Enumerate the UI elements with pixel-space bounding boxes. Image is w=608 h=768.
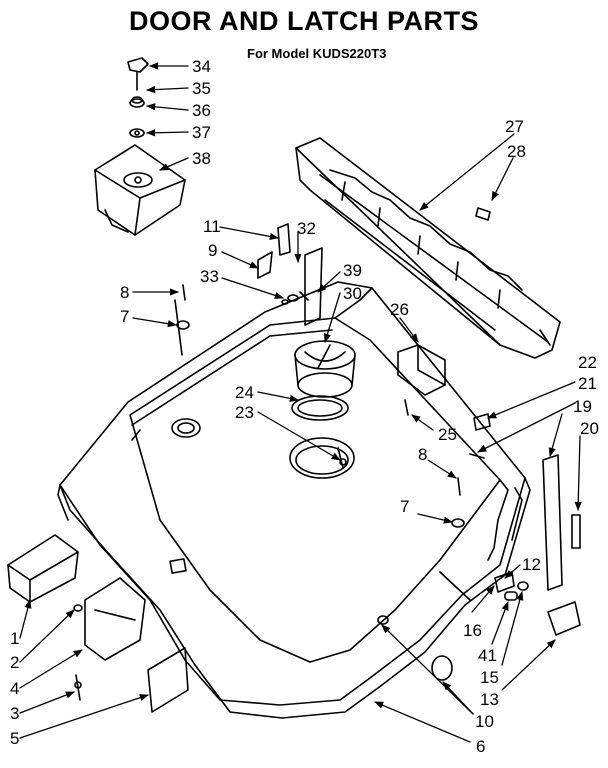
callout-3: 3 bbox=[10, 704, 19, 723]
left-lower-parts bbox=[7, 534, 189, 713]
callout-8-left: 8 bbox=[120, 283, 129, 302]
callout-24: 24 bbox=[235, 383, 254, 402]
screw-8-right bbox=[457, 477, 461, 496]
callout-33: 33 bbox=[200, 267, 219, 286]
callout-7-left: 7 bbox=[120, 307, 129, 326]
callout-9: 9 bbox=[208, 241, 217, 260]
callout-30: 30 bbox=[343, 284, 362, 303]
callout-34: 34 bbox=[192, 57, 211, 76]
callout-27: 27 bbox=[505, 117, 524, 136]
leader-lines bbox=[19, 62, 582, 743]
diagram-subtitle: For Model KUDS220T3 bbox=[247, 46, 387, 61]
callout-20: 20 bbox=[580, 419, 599, 438]
vent-strip bbox=[295, 137, 561, 359]
callout-12: 12 bbox=[522, 555, 541, 574]
latch-brackets bbox=[257, 223, 323, 326]
callout-21: 21 bbox=[578, 374, 597, 393]
screw-8-left bbox=[182, 284, 186, 301]
callout-11: 11 bbox=[203, 217, 221, 236]
callout-28: 28 bbox=[507, 142, 526, 161]
callout-6: 6 bbox=[476, 737, 485, 756]
callout-10: 10 bbox=[475, 712, 494, 731]
callout-25: 25 bbox=[438, 425, 457, 444]
callout-37: 37 bbox=[192, 123, 211, 142]
latch-part-26 bbox=[397, 344, 446, 416]
callout-4: 4 bbox=[10, 679, 19, 698]
diagram-title: DOOR AND LATCH PARTS bbox=[129, 6, 479, 36]
callout-15: 15 bbox=[480, 668, 499, 687]
callout-36: 36 bbox=[192, 101, 211, 120]
callout-26: 26 bbox=[390, 300, 409, 319]
callout-13: 13 bbox=[480, 690, 499, 709]
callout-41: 41 bbox=[478, 646, 497, 665]
callout-35: 35 bbox=[192, 79, 211, 98]
callout-23: 23 bbox=[235, 403, 254, 422]
callout-2: 2 bbox=[10, 653, 19, 672]
dispenser-assembly bbox=[291, 340, 356, 469]
callout-38: 38 bbox=[192, 149, 211, 168]
callout-32: 32 bbox=[297, 219, 316, 238]
washer-7-left bbox=[176, 320, 190, 330]
callout-22: 22 bbox=[578, 353, 597, 372]
callout-8-right: 8 bbox=[418, 445, 427, 464]
washer-7-right bbox=[451, 518, 465, 528]
screw-28 bbox=[475, 207, 491, 221]
knob-stack bbox=[127, 57, 149, 138]
callout-5: 5 bbox=[10, 729, 19, 748]
callout-labels: 34 35 36 37 38 11 9 32 33 39 30 8 7 27 2… bbox=[10, 57, 599, 756]
plug-10 bbox=[431, 655, 453, 681]
callout-1: 1 bbox=[10, 629, 19, 648]
callout-7-right: 7 bbox=[400, 497, 409, 516]
switch-assembly bbox=[94, 144, 186, 236]
callout-16: 16 bbox=[463, 621, 482, 640]
door-panel bbox=[57, 281, 531, 719]
callout-39: 39 bbox=[343, 261, 362, 280]
callout-19: 19 bbox=[573, 397, 592, 416]
